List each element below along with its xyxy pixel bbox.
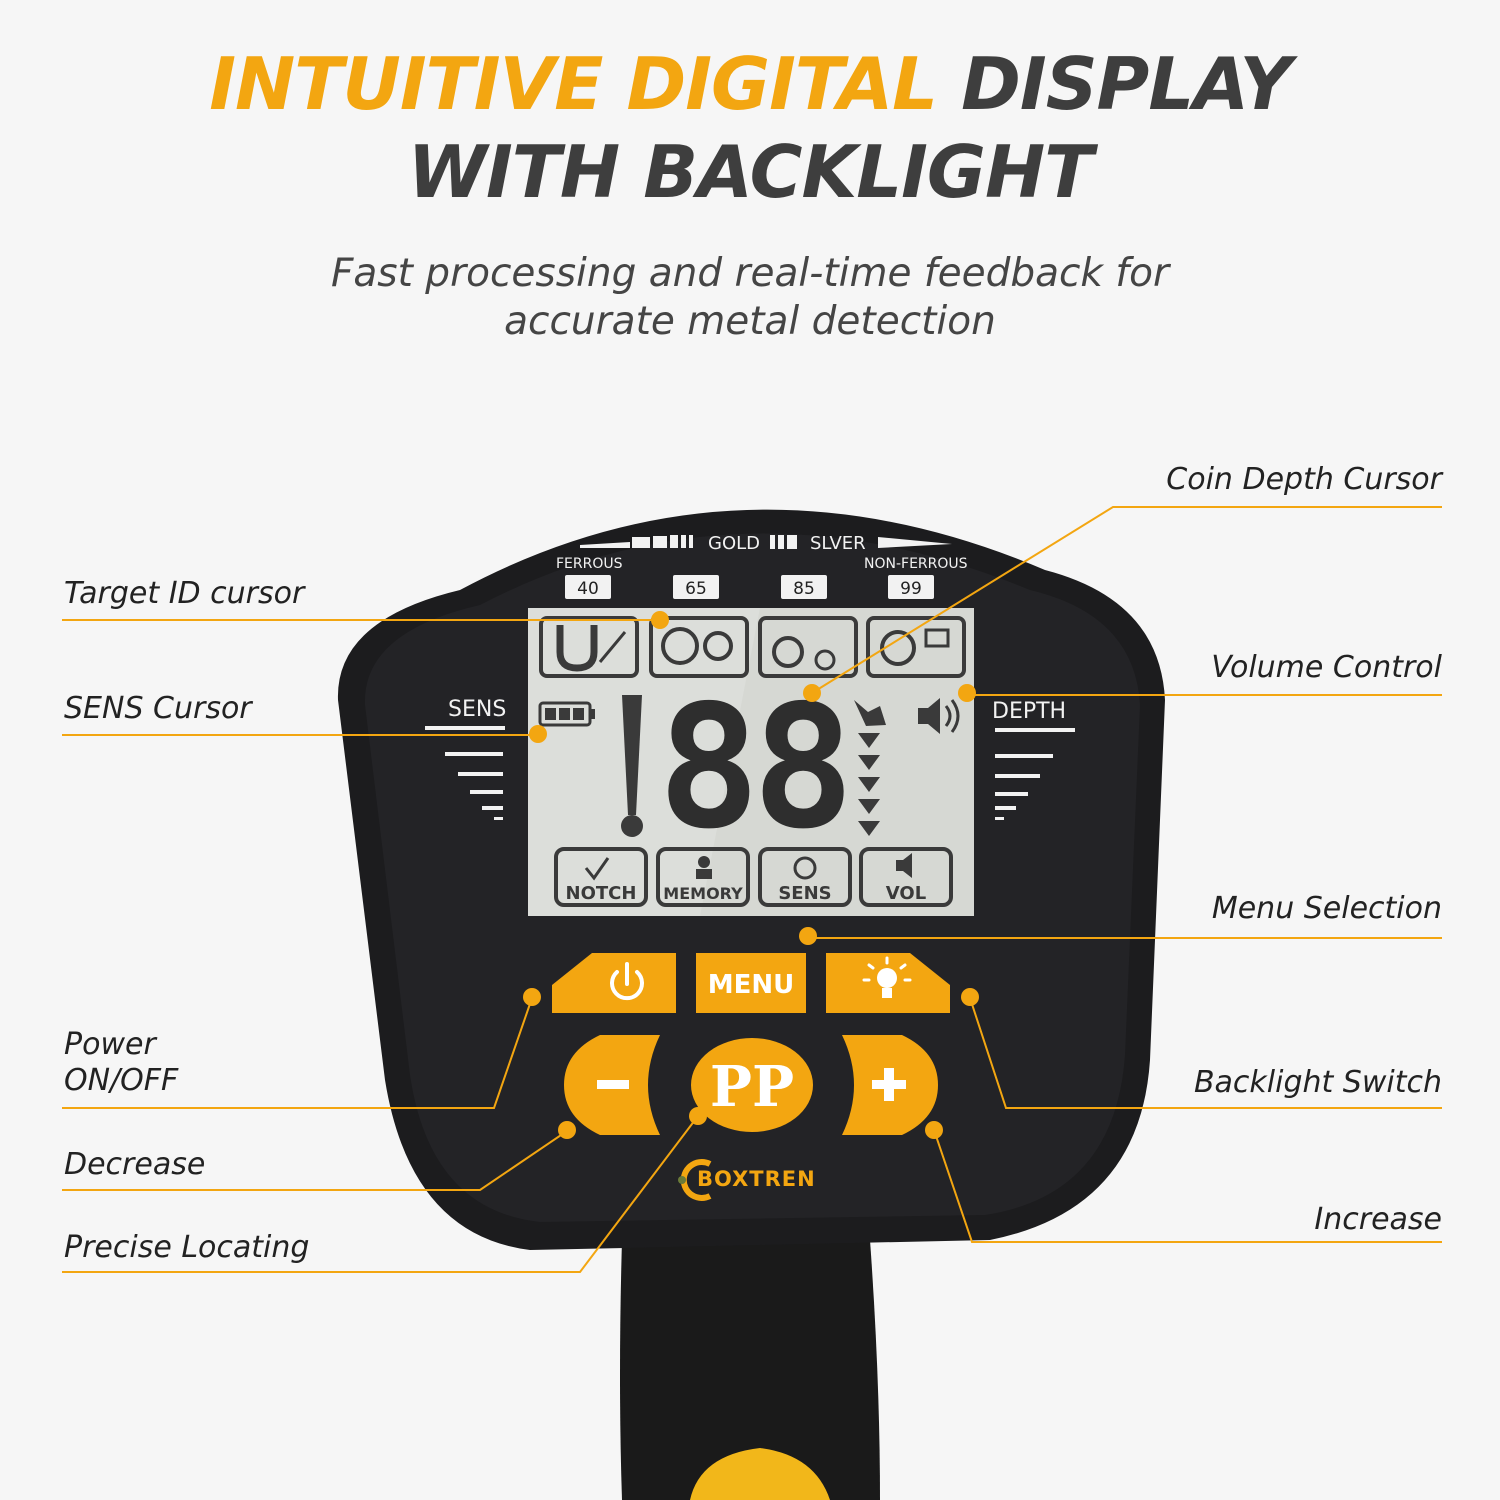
subhead: Fast processing and real-time feedback f…: [0, 250, 1500, 346]
target-id-99: 99: [900, 579, 922, 599]
lcd-speaker-icon: [918, 698, 960, 734]
scale-silver-label: SLVER: [810, 533, 866, 554]
headline-rest: DISPLAY: [961, 42, 1292, 126]
line-increase: [933, 1129, 1442, 1243]
signal-strength-bar: [622, 695, 642, 815]
vol-speaker-icon: [896, 853, 912, 878]
memory-person-icon: [698, 856, 710, 868]
decrease-button[interactable]: [564, 1035, 660, 1135]
lcd-mode-boxes: NOTCH MEMORY SENS VOL: [554, 847, 953, 907]
depth-bars: [995, 728, 1075, 820]
increase-button[interactable]: [842, 1035, 938, 1135]
coin-icon: [880, 630, 916, 666]
callout-increase: Increase: [1314, 1202, 1442, 1237]
subhead-line-1: Fast processing and real-time feedback f…: [330, 251, 1170, 296]
line-coin-depth: [811, 506, 1442, 694]
headline-line-1: INTUITIVE DIGITAL DISPLAY: [0, 40, 1500, 128]
nail-icon: [598, 631, 627, 663]
callout-power-line-2: ON/OFF: [64, 1063, 179, 1098]
line-precise: [62, 1115, 699, 1273]
power-button[interactable]: [552, 953, 676, 1013]
line-decrease: [62, 1130, 568, 1191]
lcd-digits: 88: [658, 669, 847, 867]
mode-notch: NOTCH: [566, 883, 637, 904]
callout-backlight-switch: Backlight Switch: [1193, 1065, 1442, 1100]
callout-menu-selection: Menu Selection: [1211, 891, 1442, 926]
headline-accent: INTUITIVE DIGITAL: [209, 42, 938, 126]
callout-lines: [62, 506, 1442, 1273]
pinpoint-button[interactable]: PP: [691, 1038, 813, 1132]
scale-bar-right: [878, 537, 952, 548]
minus-icon: [597, 1080, 629, 1089]
sens-label: SENS: [448, 697, 506, 722]
callout-coin-depth-cursor: Coin Depth Cursor: [1166, 462, 1442, 497]
brand-logo: BOXTREN: [678, 1159, 816, 1201]
scale-ferrous-label: FERROUS: [556, 556, 623, 572]
handle-grip: [690, 1448, 830, 1500]
menu-button-label: MENU: [708, 970, 795, 1000]
callout-sens-cursor: SENS Cursor: [64, 691, 252, 726]
callout-precise-locating: Precise Locating: [64, 1230, 310, 1265]
detector-handle: [620, 1240, 880, 1500]
foil-icon: [661, 627, 699, 665]
pinpoint-button-label: PP: [710, 1054, 794, 1120]
menu-button[interactable]: MENU: [696, 953, 806, 1013]
target-id-85: 85: [793, 579, 815, 599]
coin-stack-icon: [924, 628, 950, 648]
lcd-target-icons: [539, 616, 966, 678]
callout-volume-control: Volume Control: [1211, 650, 1442, 685]
mode-memory: MEMORY: [663, 884, 743, 903]
ring-icon: [772, 636, 804, 668]
scale-non-ferrous-label: NON-FERROUS: [864, 556, 968, 572]
scale-bar-mid: [770, 535, 797, 549]
callout-target-id-cursor: Target ID cursor: [64, 576, 305, 611]
backlight-button[interactable]: [826, 953, 950, 1013]
headline-line-2: WITH BACKLIGHT: [407, 130, 1094, 214]
line-power: [62, 997, 533, 1109]
scale-bar-left: [580, 535, 693, 548]
callout-power: Power ON/OFF: [64, 1027, 178, 1099]
depth-arrows: [854, 700, 886, 836]
pinpoint-indicator-icon: [621, 815, 643, 837]
sens-gauge-icon: [793, 856, 817, 880]
mode-sens: SENS: [778, 883, 831, 904]
line-backlight: [969, 997, 1442, 1109]
callout-decrease: Decrease: [64, 1147, 206, 1182]
sens-bars: [425, 726, 505, 820]
target-id-badges: 40 65 85 99: [565, 575, 934, 599]
callout-dots: [523, 611, 979, 1139]
brand-logo-text: BOXTREN: [697, 1167, 816, 1191]
light-bulb-icon: [862, 956, 912, 998]
depth-label: DEPTH: [992, 699, 1066, 724]
power-icon: [610, 970, 644, 1001]
headline: INTUITIVE DIGITAL DISPLAY WITH BACKLIGHT: [0, 40, 1500, 216]
scale-gold-label: GOLD: [708, 533, 760, 554]
target-id-65: 65: [685, 579, 707, 599]
shovel-icon: [854, 700, 886, 726]
mode-vol: VOL: [886, 883, 926, 904]
lcd-glare: [528, 608, 760, 916]
battery-icon: [538, 701, 595, 727]
horseshoe-icon: [556, 625, 598, 672]
target-id-40: 40: [577, 579, 599, 599]
subhead-line-2: accurate metal detection: [504, 299, 996, 344]
pull-tab-icon: [814, 649, 836, 671]
plus-icon-v: [884, 1068, 894, 1101]
callout-power-line-1: Power: [64, 1027, 156, 1062]
notch-check-icon: [584, 857, 610, 881]
bottle-cap-icon: [703, 631, 733, 661]
